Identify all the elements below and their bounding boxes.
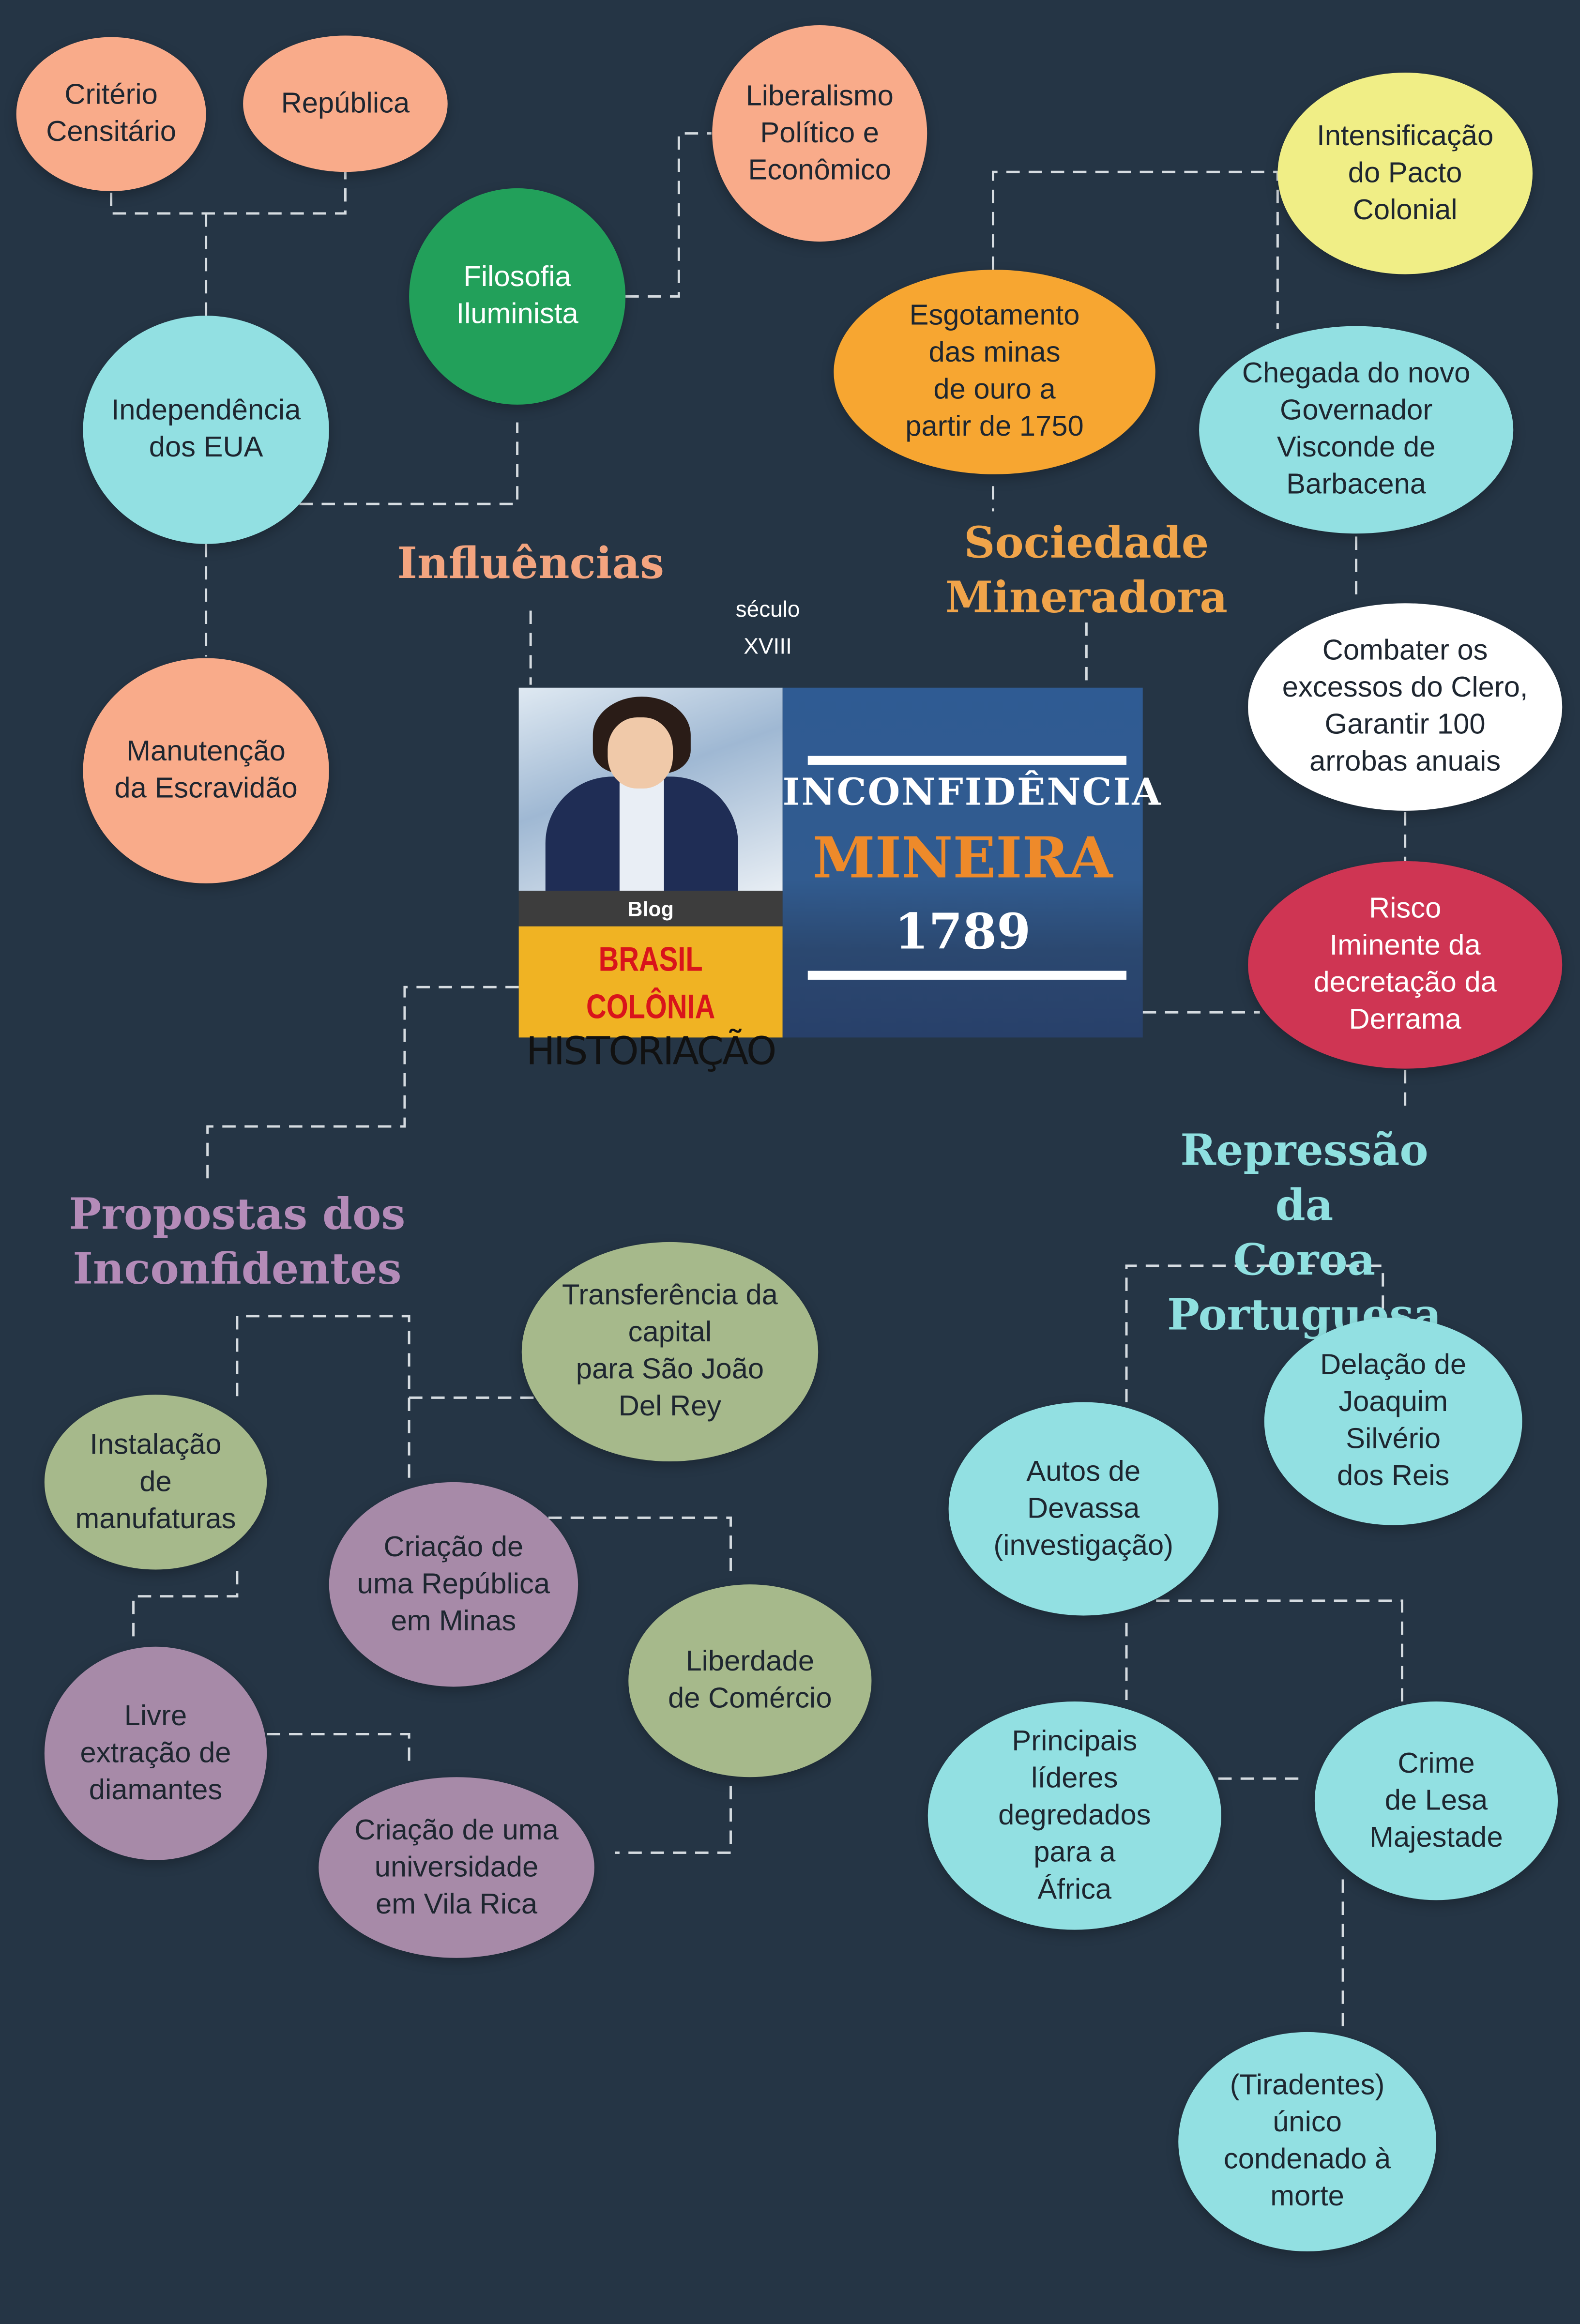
connector [1125,1264,1384,1402]
brasil-colonia-text: BRASIL COLÔNIA [586,940,715,1026]
node-criterio-censitario: Critério Censitário [16,37,206,191]
title-sociedade-mineradora: Sociedade Mineradora [945,517,1228,623]
node-tiradentes: (Tiradentes) único condenado à morte [1178,2032,1436,2252]
node-combater-excessos: Combater os excessos do Clero, Garantir … [1248,603,1563,811]
node-republica: República [243,35,448,172]
connector [132,1571,239,1645]
title-propostas: Propostas dos Inconfidentes [69,1188,406,1294]
node-extracao-diamantes: Livre extração de diamantes [44,1646,267,1860]
node-instalacao-manufaturas: Instalação de manufaturas [44,1395,267,1570]
node-autos-devassa: Autos de Devassa (investigação) [948,1402,1218,1616]
node-universidade: Criação de uma universidade em Vila Rica [319,1777,594,1958]
node-lesa-majestade: Crime de Lesa Majestade [1314,1701,1558,1900]
connector [992,170,1279,329]
inconfidencia-banner: INCONFIDÊNCIA MINEIRA 1789 [782,687,1162,1038]
node-delacao: Delação de Joaquim Silvério dos Reis [1264,1318,1522,1525]
century-label: século XVIII [735,597,800,660]
node-lideres-degredados: Principais líderes degredados para a Áfr… [927,1701,1222,1930]
node-liberdade-comercio: Liberdade de Comércio [628,1584,872,1777]
node-transferencia-capital: Transferência da capital para São João D… [521,1242,819,1462]
node-republica-minas: Criação de uma República em Minas [329,1482,578,1687]
divider [807,756,1127,765]
banner-subtitle: MINEIRA [812,824,1113,891]
connector [615,1786,732,1854]
connector [110,172,347,316]
node-intensificacao-pacto: Intensificação do Pacto Colonial [1277,73,1533,274]
connector [1125,1599,1404,1702]
node-filosofia-iluminista: Filosofia Iluminista [409,188,626,405]
hero-image: Blog BRASIL COLÔNIA HISTORIAÇÃO INCONFID… [518,687,1162,1075]
title-influencias: Influências [397,538,664,589]
blog-logo: BRASIL COLÔNIA HISTORIAÇÃO [518,926,783,1075]
node-esgotamento-minas: Esgotamento das minas de ouro a partir d… [834,270,1155,474]
node-manutencao-escravidao: Manutenção da Escravidão [83,658,329,883]
blog-label: Blog [518,891,783,927]
divider [807,971,1127,980]
connector [206,986,519,1186]
node-liberalismo: Liberalismo Político e Econômico [712,25,927,242]
node-independencia-eua: Independência dos EUA [83,316,329,544]
connector [548,1516,732,1574]
connector [299,422,519,505]
banner-title: INCONFIDÊNCIA [782,771,1162,814]
node-risco-derrama: Risco Iminente da decretação da Derrama [1248,861,1563,1069]
connector [267,1732,410,1764]
connector [625,132,712,298]
connector [236,1315,534,1482]
banner-year: 1789 [895,902,1031,961]
node-novo-governador: Chegada do novo Governador Visconde de B… [1199,326,1514,534]
title-repressao: Repressão da Coroa Portuguesa [1167,1124,1442,1340]
tiradentes-portrait [518,687,783,891]
historiacao-logo: HISTORIAÇÃO [526,1030,777,1075]
